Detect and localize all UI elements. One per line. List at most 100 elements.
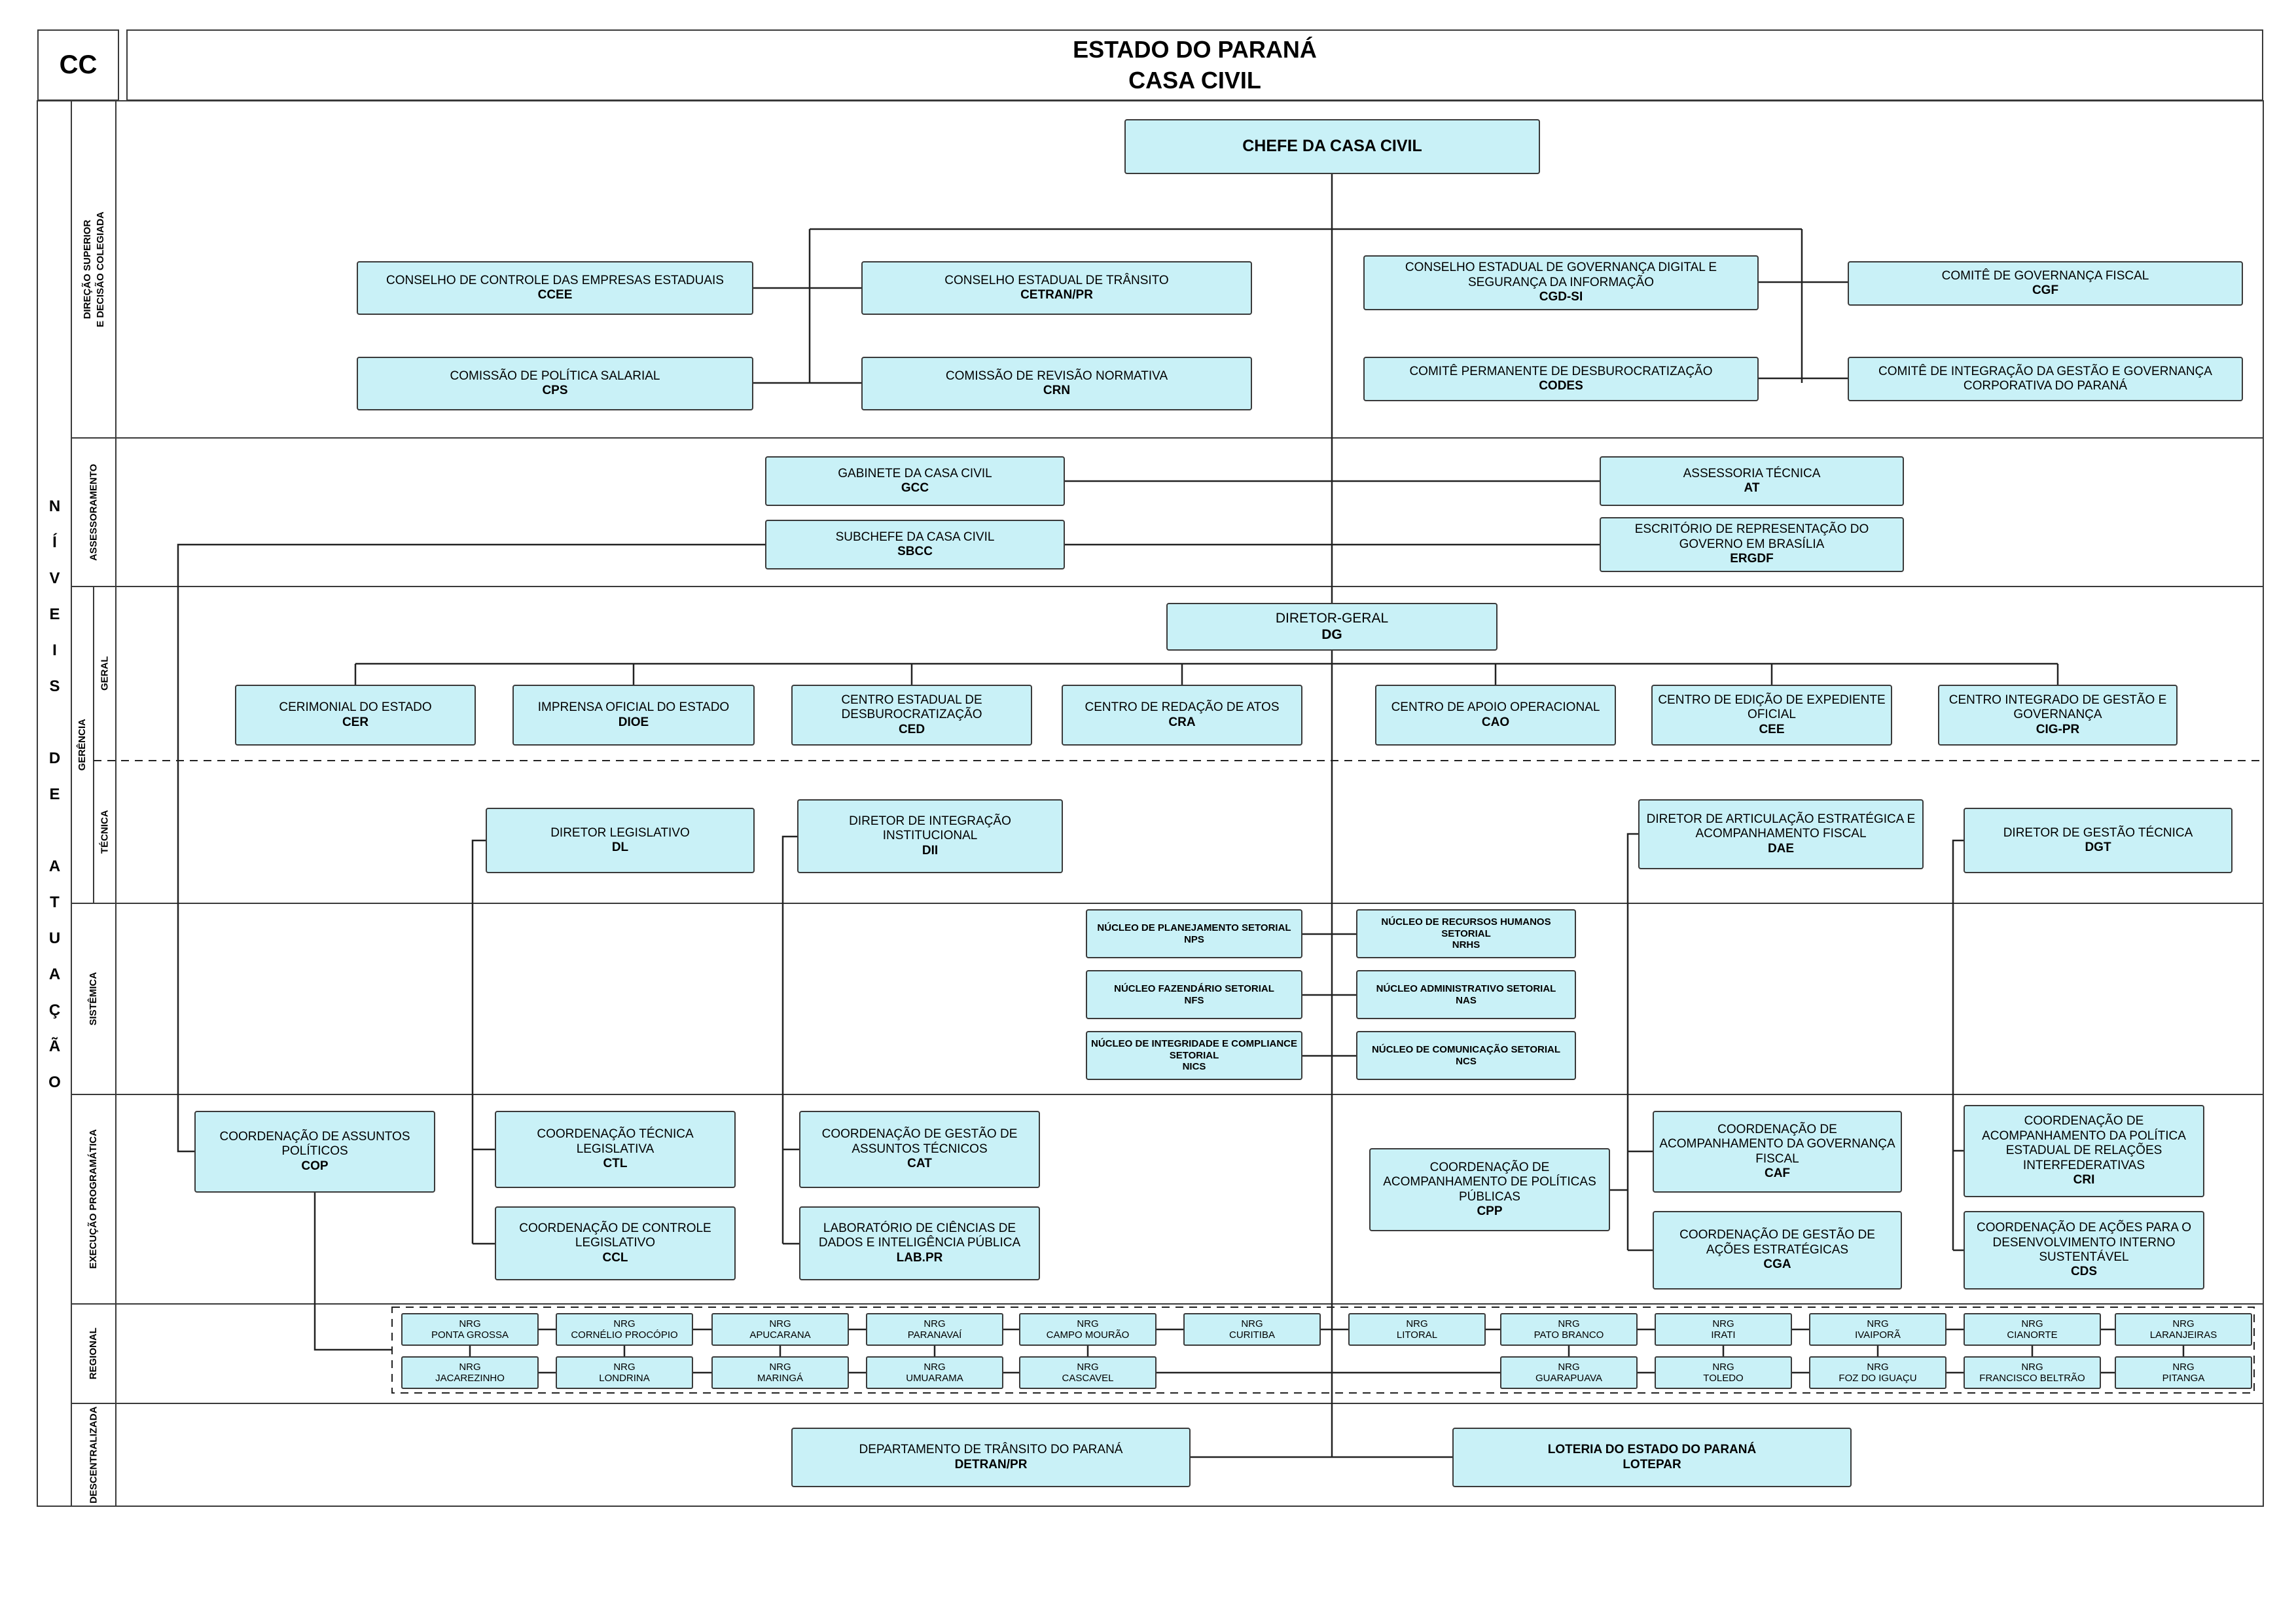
nrg-prefix: NRG: [924, 1318, 946, 1329]
level-label: DIREÇÃO SUPERIOR: [81, 219, 93, 319]
nrg-city: CASCAVEL: [1062, 1373, 1114, 1384]
node-cgdsi: CONSELHO ESTADUAL DE GOVERNANÇA DIGITAL …: [1363, 255, 1759, 310]
regional-group-dashed-border: [391, 1307, 2255, 1394]
node-acronym: CAO: [1481, 715, 1510, 729]
nrg-city: GUARAPUAVA: [1535, 1373, 1602, 1384]
node-dae: DIRETOR DE ARTICULAÇÃO ESTRATÉGICA E ACO…: [1638, 799, 1924, 869]
nrg-city: FOZ DO IGUAÇU: [1839, 1373, 1917, 1384]
node-label: COORDENAÇÃO DE CONTROLE LEGISLATIVO: [519, 1221, 711, 1250]
node-label: CENTRO ESTADUAL DE DESBUROCRATIZAÇÃO: [841, 693, 982, 722]
node-label: DIRETOR DE GESTÃO TÉCNICA: [2003, 825, 2193, 840]
node-label: IMPRENSA OFICIAL DO ESTADO: [537, 700, 730, 715]
nrg-prefix: NRG: [1712, 1361, 1734, 1373]
node-chefe: CHEFE DA CASA CIVIL: [1124, 119, 1540, 174]
nrg-city: IRATI: [1711, 1329, 1736, 1341]
cc-code: CC: [59, 50, 98, 79]
node-acronym: CAF: [1764, 1166, 1791, 1180]
node-cri: COORDENAÇÃO DE ACOMPANHAMENTO DA POLÍTIC…: [1964, 1105, 2204, 1197]
nrg-city: CIANORTE: [2007, 1329, 2058, 1341]
node-acronym: NFS: [1184, 994, 1204, 1006]
node-label: COMITÊ DE INTEGRAÇÃO DA GESTÃO E GOVERNA…: [1878, 364, 2212, 393]
node-acronym: NRHS: [1452, 939, 1480, 951]
level-label: EXECUÇÃO PROGRAMÁTICA: [88, 1129, 99, 1269]
node-cat: COORDENAÇÃO DE GESTÃO DE ASSUNTOS TÉCNIC…: [799, 1111, 1040, 1188]
level-regional: REGIONAL: [71, 1304, 116, 1403]
nrg-city: PITANGA: [2162, 1373, 2205, 1384]
nrg-prefix: NRG: [613, 1361, 636, 1373]
node-label: DIRETOR DE ARTICULAÇÃO ESTRATÉGICA E ACO…: [1646, 812, 1916, 841]
node-acronym: DAE: [1767, 841, 1795, 856]
nrg-prefix: NRG: [769, 1318, 791, 1329]
node-label: COORDENAÇÃO DE GESTÃO DE AÇÕES ESTRATÉGI…: [1679, 1228, 1875, 1257]
level-sistemica: SISTÊMICA: [71, 903, 116, 1094]
nrg-prefix: NRG: [1406, 1318, 1428, 1329]
node-label: DEPARTAMENTO DE TRÂNSITO DO PARANÁ: [859, 1443, 1123, 1457]
nrg-city: LITORAL: [1396, 1329, 1438, 1341]
node-label: NÚCLEO DE COMUNICAÇÃO SETORIAL: [1371, 1043, 1561, 1055]
node-label: COORDENAÇÃO DE AÇÕES PARA O DESENVOLVIME…: [1976, 1221, 2191, 1264]
node-label: COMISSÃO DE REVISÃO NORMATIVA: [945, 369, 1168, 383]
node-cigc: COMITÊ DE INTEGRAÇÃO DA GESTÃO E GOVERNA…: [1848, 357, 2243, 401]
node-acronym: ERGDF: [1730, 552, 1774, 566]
node-acronym: DETRAN/PR: [954, 1457, 1028, 1471]
node-label: LOTERIA DO ESTADO DO PARANÁ: [1547, 1443, 1757, 1457]
node-acronym: GCC: [901, 481, 929, 495]
grid-lines: [71, 101, 2263, 1506]
level-execucao-programatica: EXECUÇÃO PROGRAMÁTICA: [71, 1094, 116, 1304]
level-label: GERAL: [99, 656, 111, 691]
node-label: NÚCLEO FAZENDÁRIO SETORIAL: [1114, 983, 1274, 994]
nrg-city: CURITIBA: [1229, 1329, 1275, 1341]
nrg-city: MARINGÁ: [757, 1373, 803, 1384]
nrg-prefix: NRG: [1867, 1318, 1889, 1329]
nrg-prefix: NRG: [769, 1361, 791, 1373]
node-acronym: CDS: [2070, 1265, 2098, 1279]
node-label: DIRETOR DE INTEGRAÇÃO INSTITUCIONAL: [849, 814, 1011, 843]
node-acronym: CGA: [1763, 1257, 1791, 1272]
level-label: TÉCNICA: [99, 810, 111, 854]
node-label: COORDENAÇÃO DE GESTÃO DE ASSUNTOS TÉCNIC…: [821, 1127, 1018, 1156]
node-label: ASSESSORIA TÉCNICA: [1683, 466, 1821, 480]
level-label: SISTÊMICA: [88, 972, 99, 1026]
nrg-city: APUCARANA: [749, 1329, 811, 1341]
node-acronym: CRA: [1168, 715, 1196, 729]
node-acronym: CCL: [602, 1250, 628, 1265]
node-acronym: DII: [922, 843, 939, 857]
title-line1: ESTADO DO PARANÁ: [1073, 35, 1317, 63]
node-label: COORDENAÇÃO DE ASSUNTOS POLÍTICOS: [219, 1129, 410, 1159]
node-label: COMISSÃO DE POLÍTICA SALARIAL: [450, 369, 660, 383]
level-label: DESCENTRALIZADA: [88, 1406, 99, 1504]
level-label: GERÊNCIA: [77, 719, 88, 771]
nrg-prefix: NRG: [1867, 1361, 1889, 1373]
